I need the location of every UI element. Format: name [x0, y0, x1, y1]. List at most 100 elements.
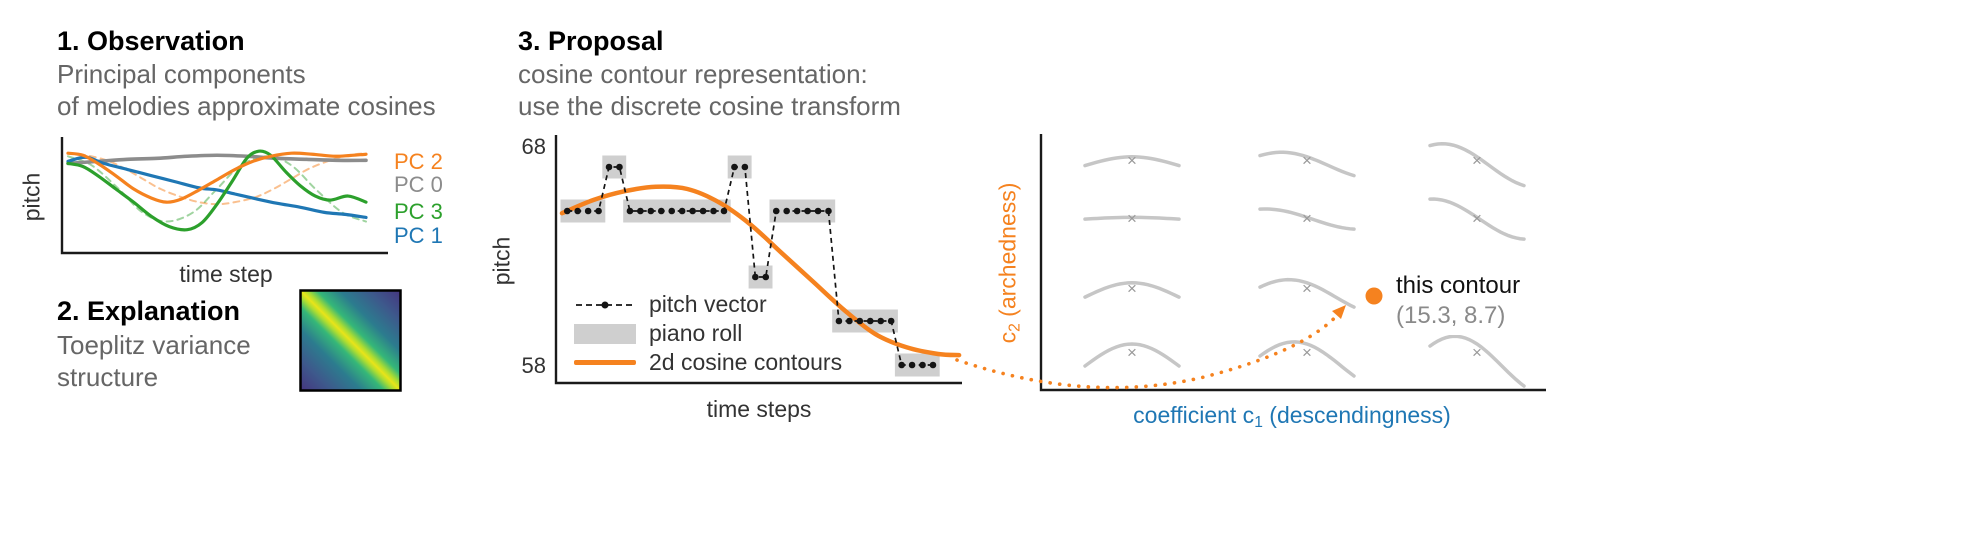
pitch-vector-dot	[563, 207, 571, 215]
pitch-vector-dot	[814, 207, 822, 215]
piano-roll-marker-wrap	[574, 323, 636, 344]
pc-chart-axes	[60, 137, 388, 255]
x-marker: ×	[1302, 151, 1312, 170]
pitch-vector-marker	[574, 294, 636, 316]
pitch-vector-dot	[772, 207, 780, 215]
heatmap-rect	[299, 289, 402, 392]
contour-prototype	[1428, 142, 1526, 188]
pc-curve-pc-2	[66, 151, 368, 204]
pitch-vector-dot	[898, 361, 905, 369]
explanation-title: 2. Explanation	[57, 296, 241, 326]
proposal-title: 3. Proposal	[518, 26, 664, 56]
proposal-xlabel: time steps	[706, 396, 812, 422]
piano-roll-note	[894, 353, 940, 377]
pitch-vector-dot	[657, 207, 665, 215]
pc-chart-ylabel: pitch	[18, 172, 45, 222]
piano-roll-marker	[574, 323, 636, 344]
x-marker: ×	[1127, 151, 1137, 170]
x-marker: ×	[1302, 209, 1312, 228]
pc-curve-pc-1	[66, 155, 368, 220]
piano-roll-note	[623, 199, 731, 223]
contour-prototype	[1258, 277, 1356, 309]
pc-chart-xlabel: time step	[179, 261, 273, 287]
pitch-vector-line	[567, 166, 933, 366]
piano-roll-note	[560, 199, 606, 223]
pitch-vector-marker-dot	[601, 301, 609, 308]
pitch-vector-dot	[605, 163, 613, 171]
pc1-label: PC 1	[394, 223, 443, 248]
legend: pitch vector piano roll 2d cosine contou…	[574, 290, 842, 377]
pitch-vector-dot	[908, 361, 916, 369]
pitch-vector-dot	[783, 207, 790, 215]
pc-curve-pc-0	[66, 153, 368, 166]
c2-label-sub: 2	[1006, 323, 1024, 332]
legend-item-pitch-vector: pitch vector	[574, 290, 842, 319]
c1-label-pre: coefficient c	[1133, 402, 1255, 428]
pitch-vector-dot	[856, 317, 864, 325]
c2-axis-label: c2 (archedness)	[994, 182, 1024, 344]
pitch-vector-dot	[929, 361, 937, 369]
observation-subtitle-line2: of melodies approximate cosines	[57, 91, 436, 121]
c2-label-pre: c	[994, 331, 1021, 344]
contour-prototype	[1428, 334, 1526, 388]
x-marker: ×	[1472, 343, 1482, 362]
pitch-vector-dot	[595, 207, 602, 215]
pitch-vector-dot	[835, 317, 843, 325]
c2-label-post: (archedness)	[994, 182, 1021, 324]
cosine-contour-marker	[574, 360, 636, 365]
x-marker: ×	[1127, 209, 1137, 228]
c1-label-post: (descendingness)	[1262, 402, 1451, 428]
proposal-chart-axes	[554, 135, 962, 385]
pitch-vector-dot	[637, 207, 644, 215]
legend-label-cosine-contours: 2d cosine contours	[649, 349, 843, 375]
legend-item-piano-roll: piano roll	[574, 319, 842, 348]
x-marker: ×	[1127, 343, 1137, 362]
pc2-label: PC 2	[394, 149, 443, 174]
pitch-vector-dot	[741, 163, 749, 171]
contour-prototype	[1258, 150, 1356, 178]
proposal-subtitle-line1: cosine contour representation:	[518, 59, 868, 89]
contour-prototype	[1258, 207, 1356, 231]
proposal-subtitle-line2: use the discrete cosine transform	[518, 91, 901, 121]
contour-prototype	[1083, 281, 1181, 299]
pitch-vector-dot	[887, 317, 895, 325]
pitch-vector-dot	[846, 317, 853, 325]
legend-label-pitch-vector: pitch vector	[649, 291, 767, 317]
annotation-coordinates: (15.3, 8.7)	[1396, 302, 1506, 329]
pitch-vector-dot	[710, 207, 717, 215]
pitch-vector-dot	[584, 207, 592, 215]
x-marker: ×	[1302, 279, 1312, 298]
contour-space-axes	[1039, 134, 1546, 392]
observation-subtitle-line1: Principal components	[57, 59, 306, 89]
c1-label-sub: 1	[1254, 414, 1263, 432]
pitch-vector-dot	[919, 361, 926, 369]
x-marker: ×	[1302, 343, 1312, 362]
pc-chart	[60, 137, 388, 255]
pitch-vector-dot	[616, 163, 623, 171]
explanation-subtitle-line1: Toeplitz variance	[57, 330, 251, 360]
pitch-vector-dot	[626, 207, 634, 215]
contour-prototype	[1083, 155, 1181, 168]
pc3-label: PC 3	[394, 199, 443, 224]
cosine-contour-marker-wrap	[574, 360, 636, 365]
proposal-chart	[554, 135, 962, 385]
annotation-title: this contour	[1396, 272, 1521, 299]
pitch-vector-dot	[731, 163, 738, 171]
pitch-vector-dot	[866, 317, 874, 325]
observation-title: 1. Observation	[57, 26, 245, 56]
pitch-vector-dot	[647, 207, 655, 215]
pitch-vector-dot	[752, 273, 759, 281]
ytick-68: 68	[521, 134, 546, 159]
proposal-ylabel: pitch	[488, 236, 515, 286]
pitch-vector-marker-glyph	[576, 301, 634, 308]
pitch-vector-dot	[793, 207, 801, 215]
pitch-vector-dot	[574, 207, 581, 215]
pc0-label: PC 0	[394, 172, 443, 197]
toeplitz-heatmap	[299, 289, 402, 392]
pitch-vector-dot	[678, 207, 686, 215]
cosine-contour-curve	[559, 184, 962, 358]
legend-label-piano-roll: piano roll	[649, 320, 743, 346]
pitch-vector-dot	[804, 207, 811, 215]
pitch-vector-dot	[825, 207, 832, 215]
